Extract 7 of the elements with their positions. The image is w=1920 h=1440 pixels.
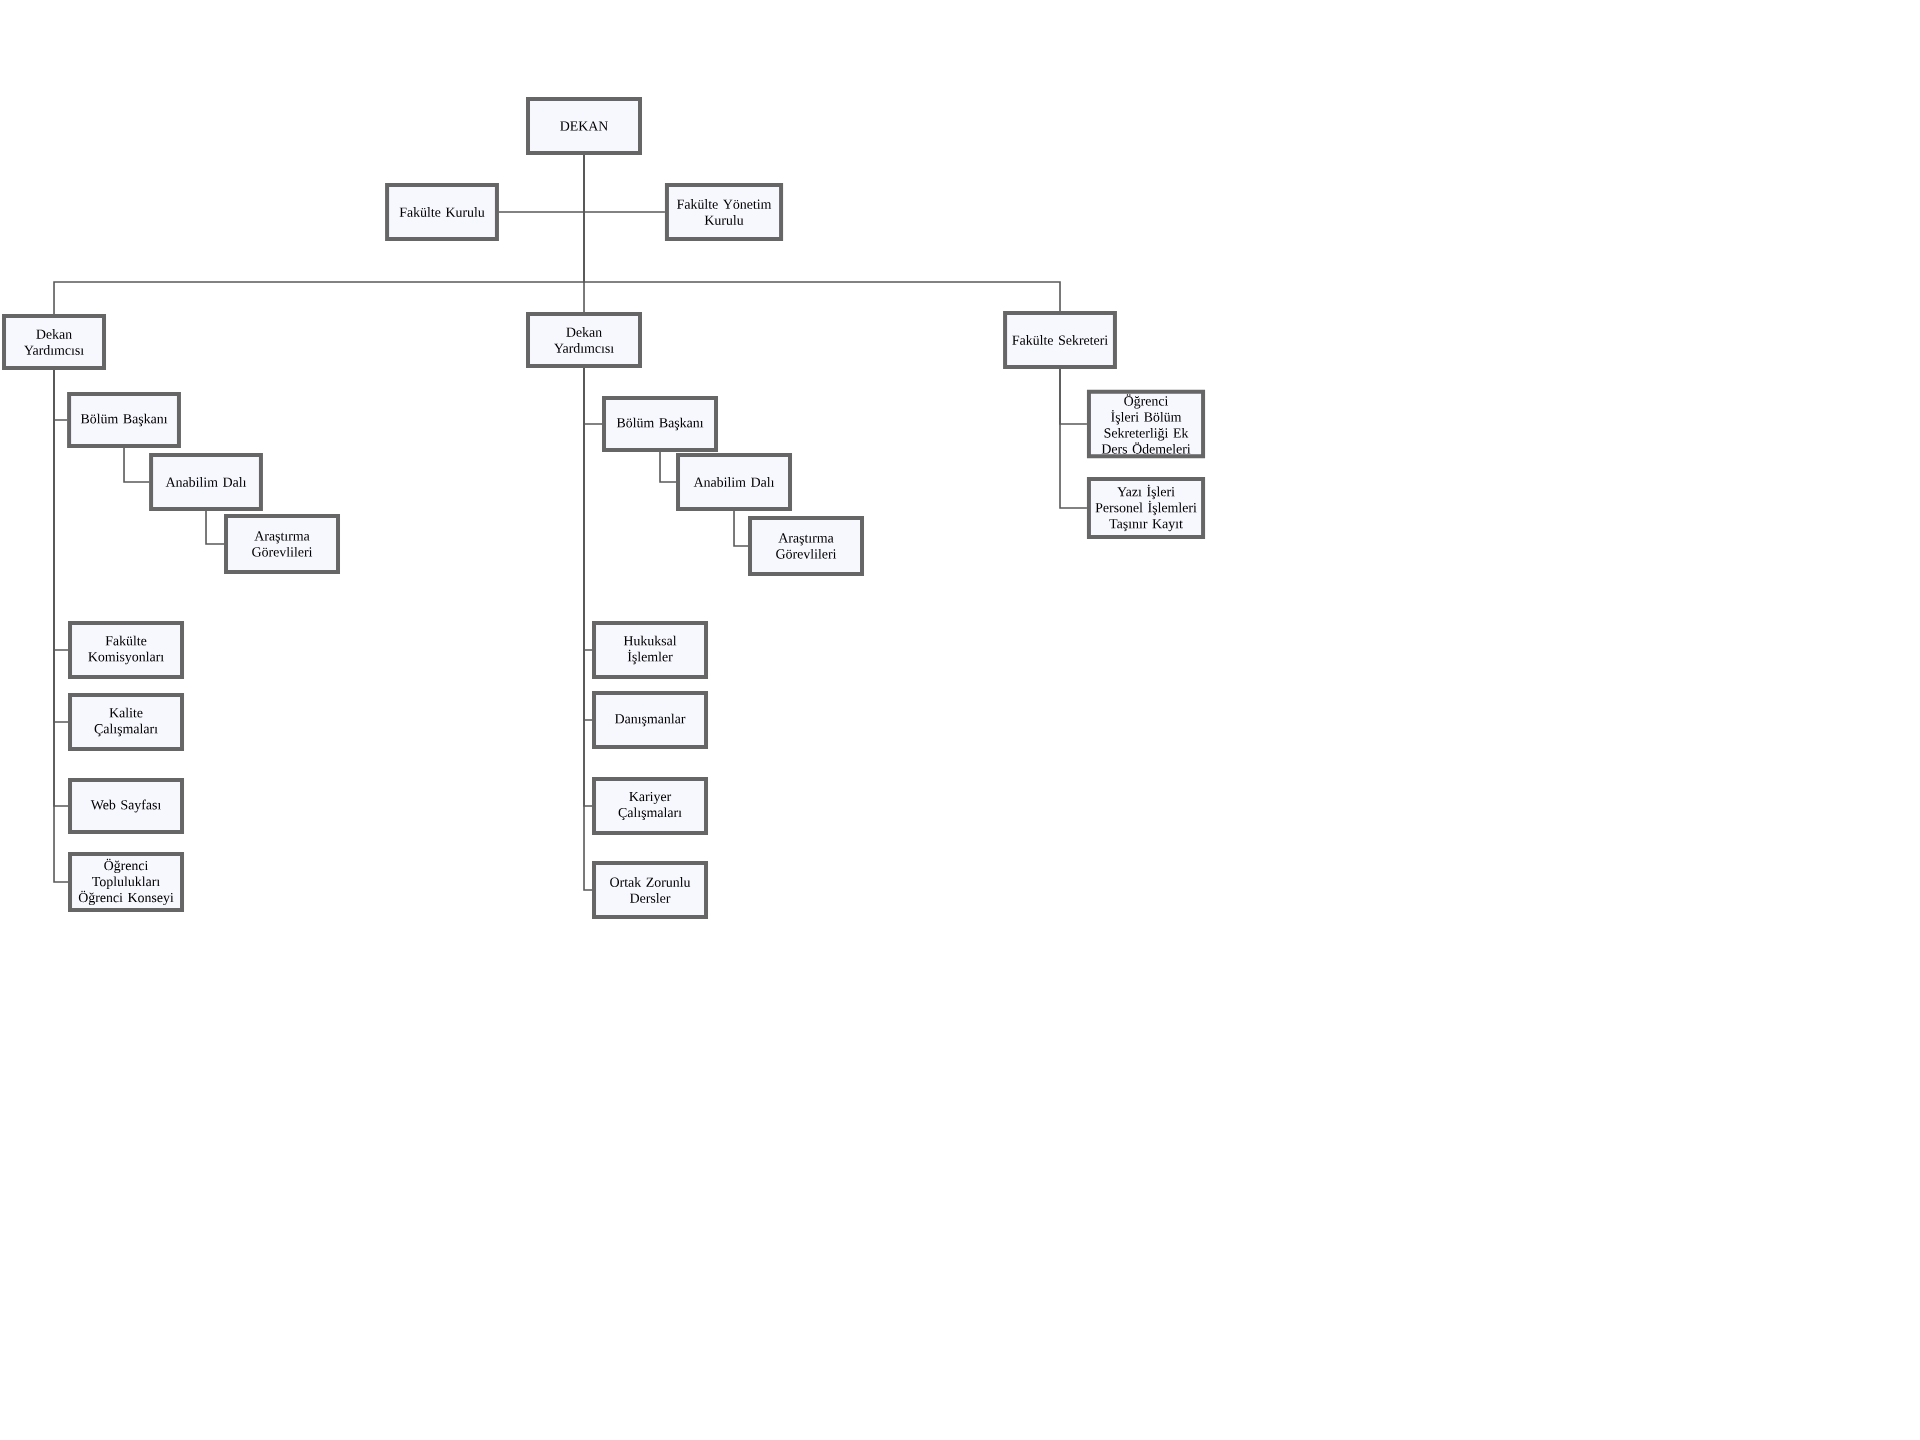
connector-line — [1059, 368, 1088, 509]
connector-line — [659, 451, 677, 483]
connector-line — [733, 510, 749, 547]
connector-line — [123, 447, 150, 483]
connector-line — [583, 154, 1061, 312]
connector-line — [583, 367, 593, 891]
connector-line — [205, 510, 225, 545]
